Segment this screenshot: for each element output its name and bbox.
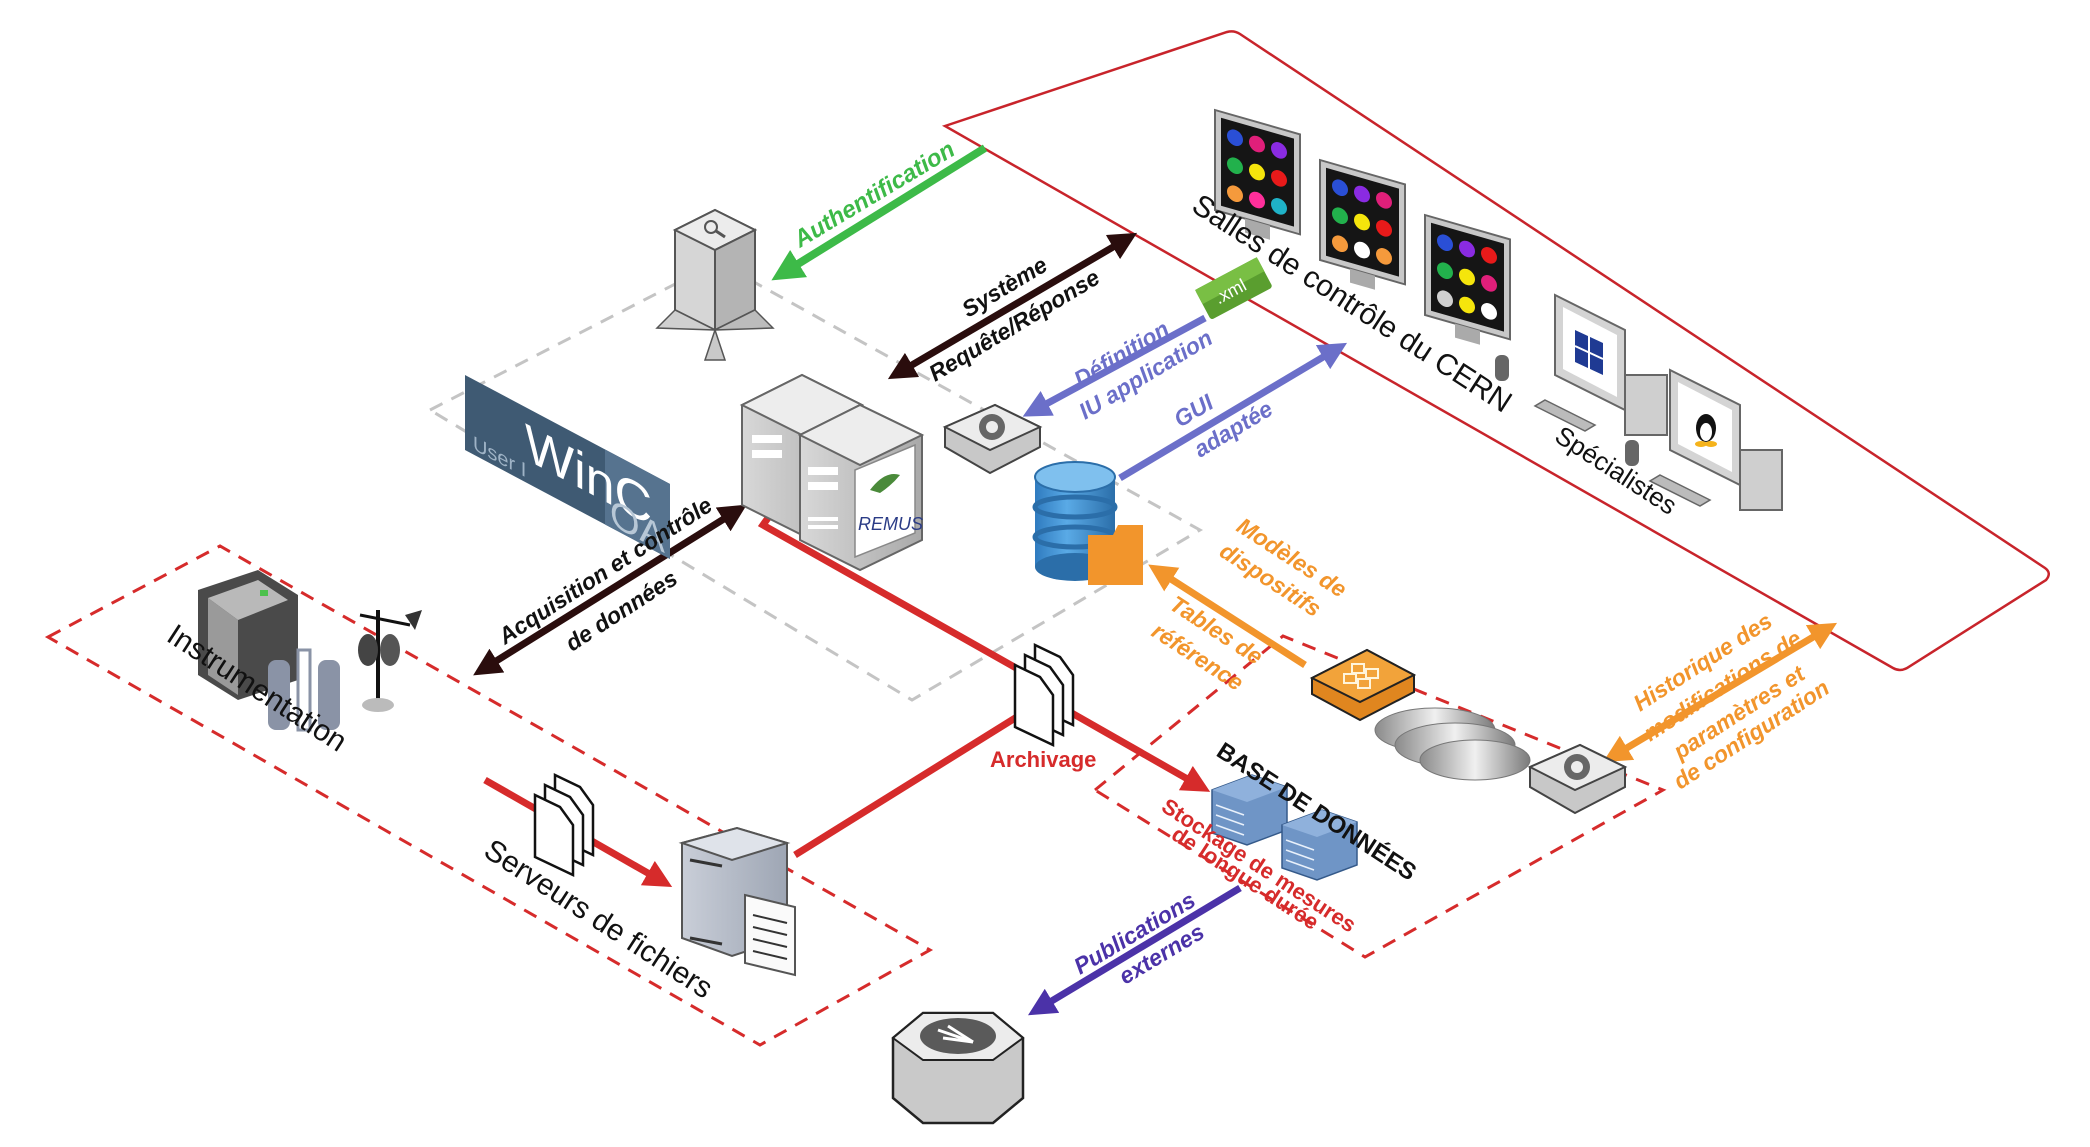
archive-documents-icon (1013, 643, 1075, 747)
windows-logo-icon (1574, 330, 1604, 375)
measurement-storage-icon (1281, 809, 1358, 881)
key-icon (704, 220, 726, 239)
monitor-icon (1424, 213, 1511, 345)
instrumentation-zone (44, 544, 934, 1047)
tux-penguin-icon (1695, 414, 1717, 447)
config-history-arrow (1602, 622, 1838, 763)
operator-icon (1495, 355, 1509, 381)
gui-adapted-arrow (1118, 342, 1348, 482)
control-room-monitors (1214, 108, 1511, 381)
anemometer-icon (358, 610, 422, 712)
remus-logo: REMUS (858, 514, 923, 534)
remus-server-front-icon: REMUS (797, 403, 925, 572)
request-response-arrow (887, 232, 1138, 380)
publications-arrow (1027, 884, 1242, 1016)
acquisition-arrow (473, 504, 747, 676)
authentication-arrow (771, 144, 988, 281)
text-document-icon (744, 893, 796, 977)
device-models-arrow (1148, 564, 1307, 668)
external-publications-icon (891, 1011, 1025, 1125)
remus-bird-icon (870, 474, 900, 493)
archiving-label: Archivage (990, 747, 1096, 772)
gas-cylinders-icon (268, 648, 340, 732)
monitor-icon (1214, 108, 1301, 240)
authentication-server-icon (655, 208, 775, 361)
xml-file-icon: .xml (1195, 257, 1272, 319)
specialist-person-icon (1625, 440, 1639, 466)
archive-arrow-to-db (1068, 708, 1211, 792)
database-zone (1092, 634, 1667, 959)
storage-discs-icon (1374, 707, 1531, 781)
control-rooms-zone (941, 30, 2050, 672)
archive-line-fileserver (793, 712, 1022, 858)
linux-workstation-icon (1648, 368, 1783, 511)
ui-definition-arrow (1022, 314, 1207, 417)
app-config-gear-icon (942, 403, 1043, 475)
history-config-gear-icon (1527, 743, 1628, 815)
authentication-label: Authentification (788, 136, 959, 254)
monitor-icon (1319, 158, 1406, 290)
application-zone (426, 260, 1204, 702)
windows-workstation-icon (1533, 293, 1668, 466)
documents-icon (533, 773, 595, 877)
reference-tables-icon (1309, 648, 1417, 722)
folder-icon (1088, 525, 1143, 585)
share-network-icon (937, 1024, 974, 1044)
